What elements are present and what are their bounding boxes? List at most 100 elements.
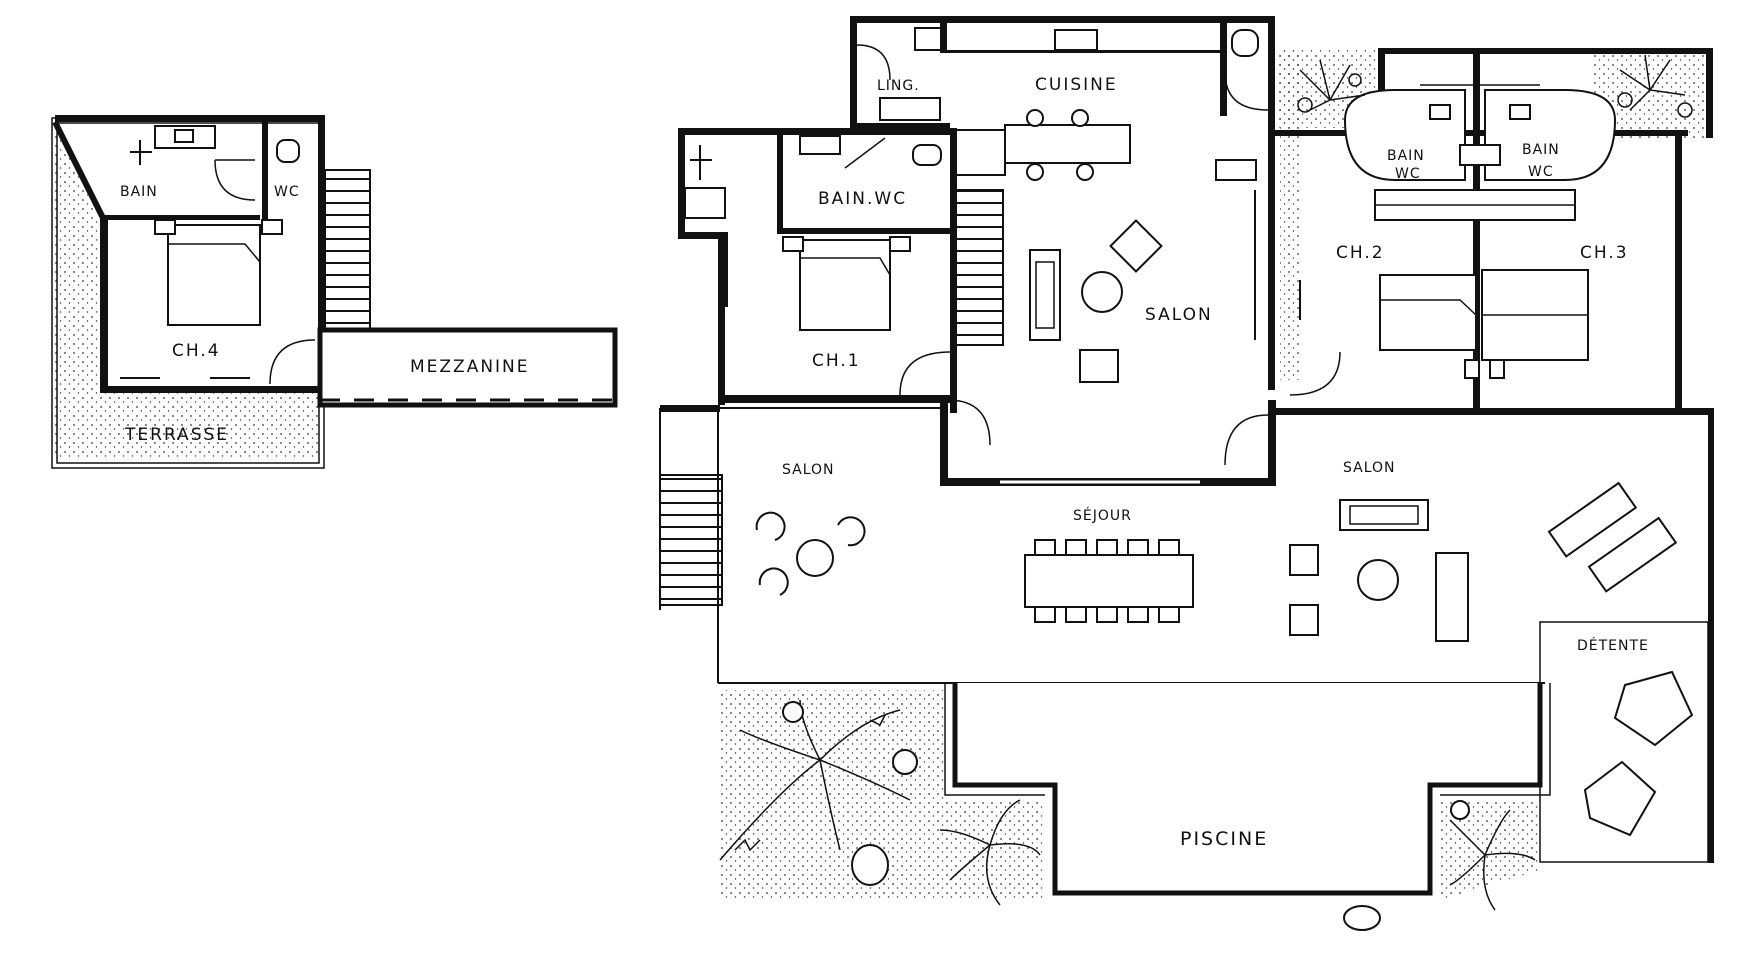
floor-cushion xyxy=(1613,670,1694,747)
label-ch1: CH.1 xyxy=(812,351,861,371)
label-ch3: CH.3 xyxy=(1580,243,1629,263)
wall xyxy=(100,215,108,390)
sink xyxy=(1509,104,1531,120)
armchair xyxy=(1079,349,1119,383)
palm-tree-icon xyxy=(939,799,1041,906)
coffee-table xyxy=(1357,559,1399,601)
shrub xyxy=(1450,800,1470,820)
wall xyxy=(1268,130,1275,390)
staircase xyxy=(324,169,371,336)
wall xyxy=(718,232,728,307)
wall xyxy=(262,115,268,220)
nightstand xyxy=(889,236,911,252)
garden-area xyxy=(718,690,1045,900)
label-piscine: PISCINE xyxy=(1180,828,1268,850)
label-salon-left: SALON xyxy=(782,462,835,478)
main-floor-plan xyxy=(659,16,1714,931)
label-salon-center: SALON xyxy=(1145,305,1213,325)
wall xyxy=(777,228,952,234)
label-ch2: CH.2 xyxy=(1336,243,1385,263)
wall xyxy=(950,128,957,413)
label-terrasse: TERRASSE xyxy=(124,425,229,445)
wall xyxy=(318,115,325,335)
kitchen-island xyxy=(1004,124,1131,164)
counter-line xyxy=(940,50,1220,53)
floor-cushion xyxy=(1583,760,1657,837)
wall xyxy=(100,215,260,220)
wall xyxy=(1708,408,1714,863)
stool xyxy=(1071,109,1089,127)
staircase xyxy=(954,189,1004,346)
sink xyxy=(1054,29,1098,51)
sun-lounger xyxy=(1587,516,1678,593)
stool xyxy=(1026,109,1044,127)
rock xyxy=(1343,905,1381,931)
label-bain-3: BAIN xyxy=(1522,142,1560,158)
door-swing xyxy=(1224,71,1269,111)
shrub xyxy=(892,749,918,775)
wall xyxy=(718,300,725,405)
round-table xyxy=(796,539,834,577)
garden-area xyxy=(1440,800,1540,900)
door-swing xyxy=(947,399,991,446)
label-detente: DÉTENTE xyxy=(1577,637,1649,654)
staircase xyxy=(659,474,723,606)
wall xyxy=(1473,48,1480,408)
label-sejour: SÉJOUR xyxy=(1073,507,1132,524)
wall xyxy=(678,232,728,239)
door-swing xyxy=(214,159,256,201)
label-cuisine: CUISINE xyxy=(1035,75,1118,95)
nightstand xyxy=(154,219,176,235)
bed xyxy=(167,224,261,326)
nightstand xyxy=(782,236,804,252)
stool xyxy=(1026,163,1044,181)
bed xyxy=(1379,274,1477,351)
dining-chairs xyxy=(1034,539,1180,623)
pool-edge xyxy=(1440,683,1551,796)
wall xyxy=(100,386,322,393)
wall xyxy=(940,400,948,486)
wall-diagonal xyxy=(52,120,106,220)
wall xyxy=(55,115,325,122)
armchair xyxy=(1289,604,1319,636)
label-mezzanine: MEZZANINE xyxy=(410,357,530,377)
plant-icon xyxy=(1297,59,1366,113)
sink xyxy=(1429,104,1451,120)
wall xyxy=(1378,48,1385,108)
chair xyxy=(755,511,786,541)
label-wc-3: WC xyxy=(1528,164,1554,180)
sofa xyxy=(1029,249,1061,341)
chair xyxy=(837,516,866,547)
door-swing xyxy=(899,351,951,396)
wall xyxy=(940,16,947,52)
mezzanine-outline xyxy=(317,327,618,408)
shrub xyxy=(851,844,889,886)
pool-outline xyxy=(952,683,1543,896)
label-ch4: CH.4 xyxy=(172,341,221,361)
toilet xyxy=(912,144,942,166)
toilet xyxy=(1459,144,1501,166)
door-swing xyxy=(269,339,316,385)
plant-icon xyxy=(1617,54,1693,118)
armchair xyxy=(1109,219,1163,273)
label-wc-upper: WC xyxy=(274,184,300,200)
wall xyxy=(1675,130,1682,410)
wall xyxy=(678,128,953,135)
nightstand xyxy=(261,219,283,235)
wall xyxy=(850,123,950,129)
chair xyxy=(758,567,789,596)
bathtub xyxy=(684,187,726,219)
wall xyxy=(1706,48,1713,138)
coffee-table xyxy=(1081,271,1123,313)
toilet xyxy=(276,139,300,163)
armchair xyxy=(1289,544,1319,576)
sun-lounger xyxy=(1547,481,1638,558)
door-swing xyxy=(1289,351,1341,396)
wall xyxy=(1220,16,1227,116)
appliance xyxy=(914,27,942,51)
palm-tree-icon xyxy=(719,699,911,861)
wall xyxy=(1378,48,1713,54)
wall xyxy=(1268,408,1713,415)
nightstand xyxy=(1464,359,1480,379)
